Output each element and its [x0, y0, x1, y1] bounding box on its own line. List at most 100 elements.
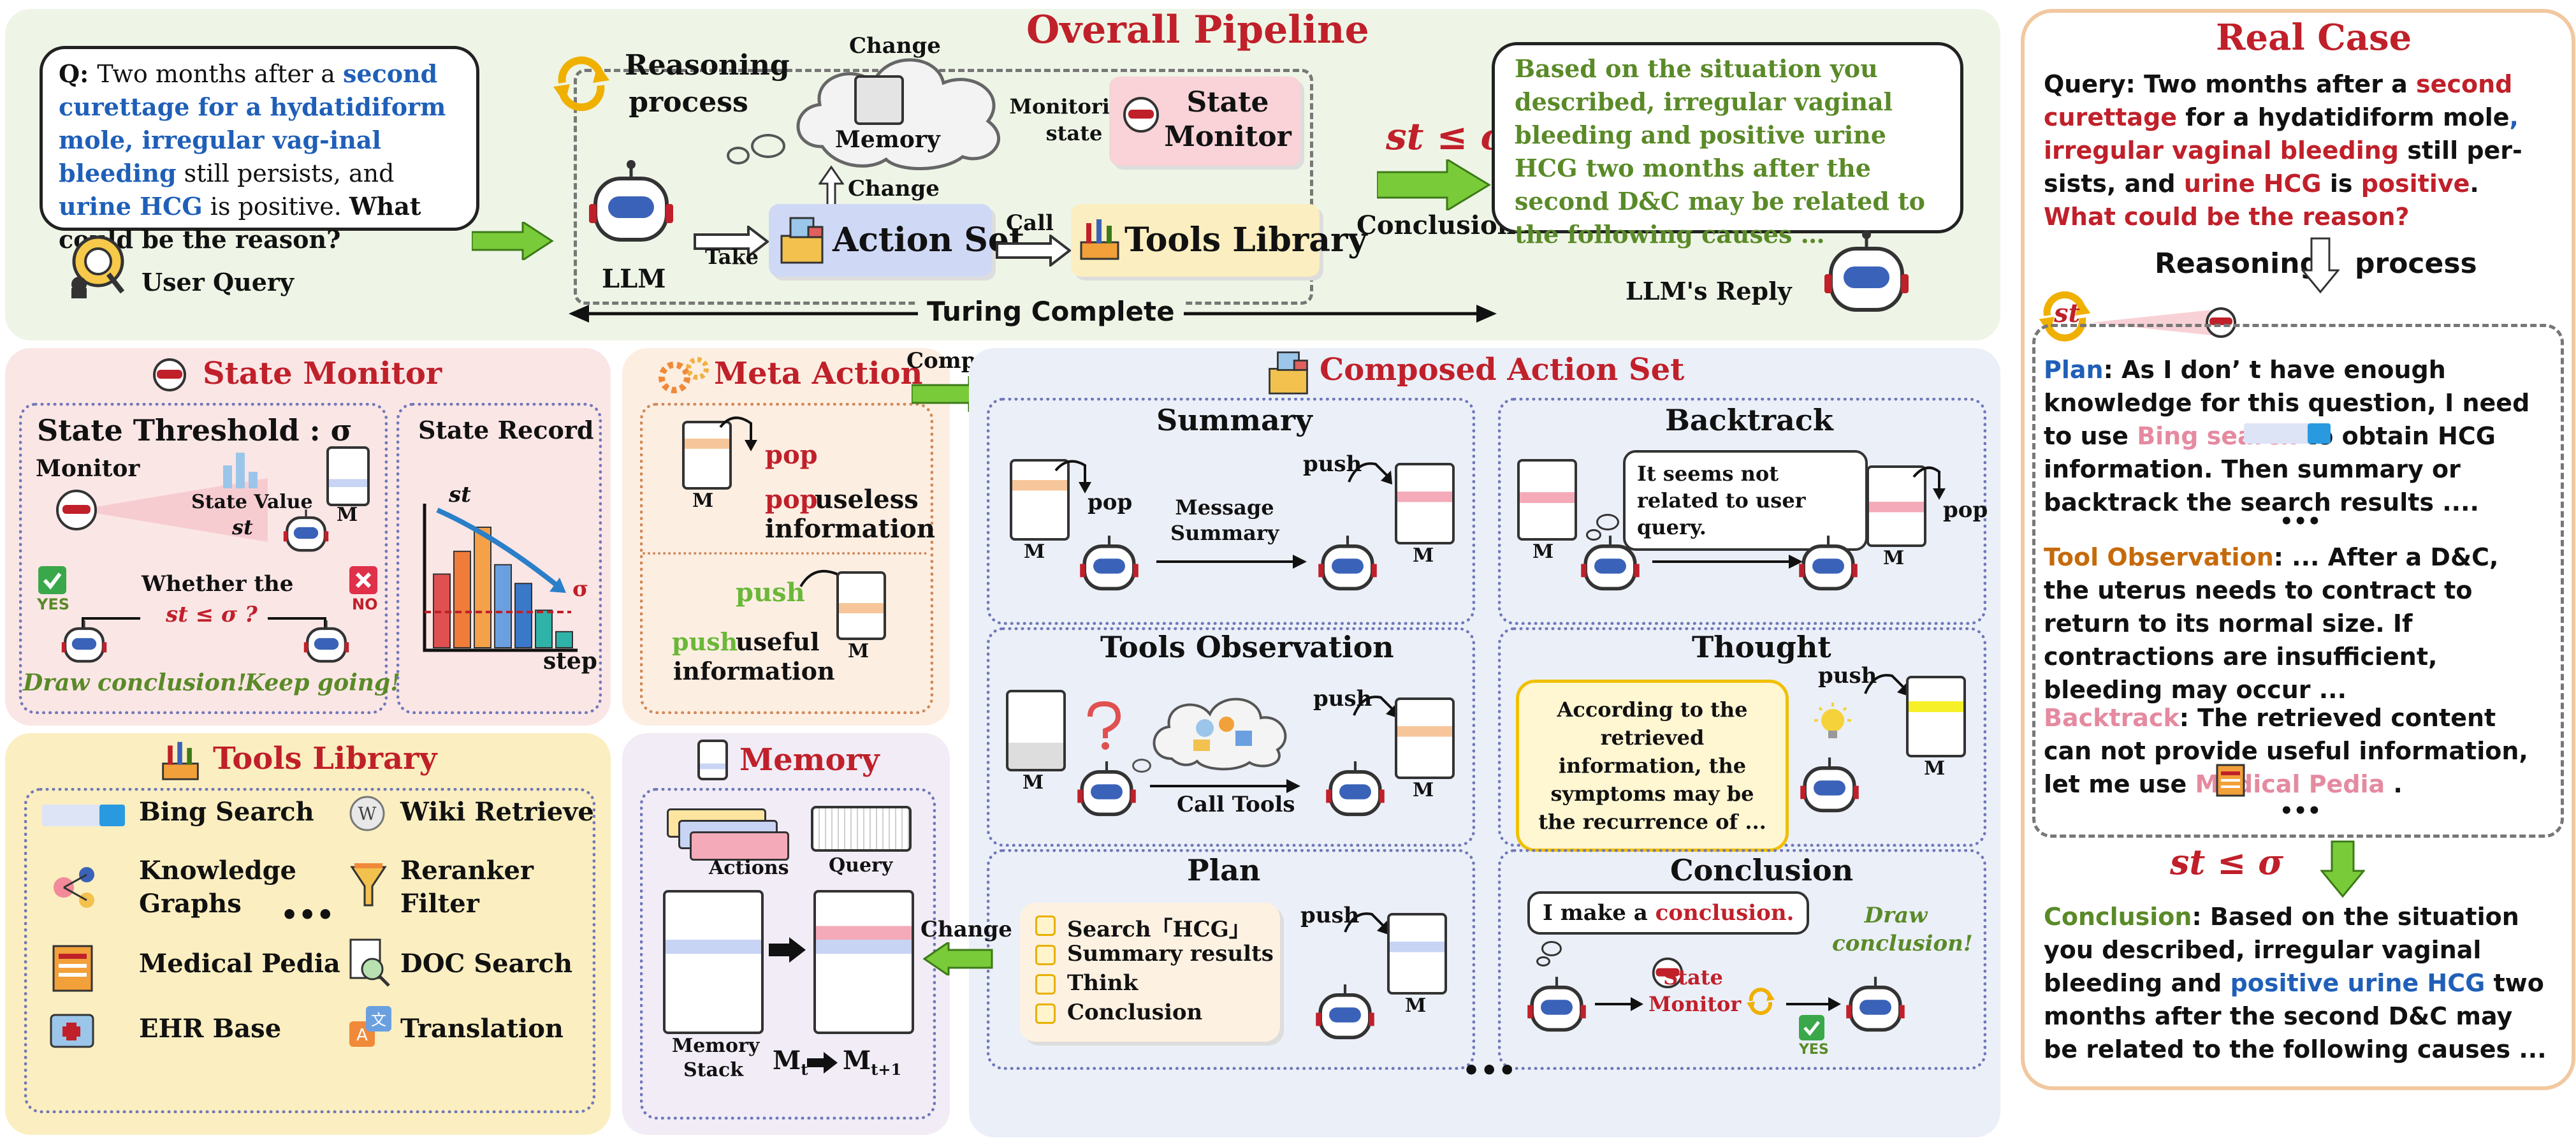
- push-desc-3: information: [673, 657, 835, 685]
- query-text: Q: Two months after a second curettage f…: [59, 57, 460, 256]
- memory-change-arrow: [923, 942, 993, 975]
- reasoning-cycle-icon: [553, 56, 609, 112]
- state-record-bar: [494, 564, 512, 648]
- reply-robot-icon: [1824, 230, 1909, 312]
- real-case-dots-1: •••: [2280, 509, 2322, 534]
- mt-arrow: [807, 1052, 838, 1074]
- plan-item-1: Search「HCG」: [1067, 917, 1251, 942]
- tools-cloud-dot: [1132, 759, 1151, 773]
- state-value-st: st: [232, 515, 253, 539]
- meta-action-panel: [622, 348, 950, 726]
- real-case-tool-segment: Tool Observation: [2044, 543, 2274, 571]
- tool-reranker-filter: Reranker Filter: [400, 856, 534, 919]
- monitor-robot-icon: [283, 509, 329, 552]
- summary-msg-label: Message Summary: [1170, 495, 1279, 545]
- no-cross-icon: [349, 566, 377, 594]
- tools-obs-call-label: Call Tools: [1177, 792, 1295, 817]
- state-record-st: st: [449, 482, 471, 507]
- summary-pop-label: pop: [1088, 490, 1133, 515]
- real-case-conclusion-segment: : Based on the situation you described, …: [2044, 903, 2519, 997]
- mt-sub: t: [801, 1060, 808, 1079]
- real-case-query-segment: Two months after a: [2144, 70, 2417, 98]
- thought-memory-out: [1906, 676, 1966, 757]
- conclusion-yes-icon: [1799, 1015, 1824, 1040]
- memory-change-label: Change: [921, 917, 1012, 942]
- thought-push-label: push: [1818, 663, 1877, 689]
- real-case-tool-segment: : ... After a D&C, the uterus needs to c…: [2044, 543, 2499, 704]
- plan-check-1: [1035, 915, 1056, 936]
- summary-push-label: push: [1303, 451, 1362, 477]
- svg-text:W: W: [358, 803, 377, 824]
- memory-title: Memory: [739, 742, 880, 778]
- conclusion-title: Conclusion: [1670, 853, 1854, 887]
- push-memory-icon: [836, 571, 886, 640]
- real-case-backtrack-segment: : The retrieved content can not provide …: [2044, 704, 2528, 798]
- mt1-label: Mt+1: [843, 1046, 901, 1079]
- real-case-query-segment: What could be the reason?: [2044, 203, 2410, 231]
- plan-m-out: M: [1405, 995, 1427, 1017]
- real-case-plan: Plan: As I don’ t have enough knowledge …: [2044, 353, 2547, 519]
- real-case-query-segment: .: [2470, 170, 2479, 198]
- backtrack-robot-1: [1581, 536, 1640, 591]
- backtrack-robot-2: [1799, 536, 1858, 591]
- thought-robot: [1800, 757, 1859, 813]
- summary-memory-out: [1395, 463, 1455, 544]
- tools-library-list: [24, 788, 595, 1113]
- tools-obs-card: [987, 627, 1475, 847]
- turing-complete-label: Turing Complete: [918, 296, 1184, 327]
- query-text-segment: second curettage for a hydatidiform mole…: [59, 59, 446, 187]
- tools-obs-memory-out: [1395, 697, 1455, 779]
- llm-label: LLM: [602, 264, 666, 294]
- arrow-take: [694, 226, 770, 258]
- tools-library-title: Tools Library: [213, 741, 437, 777]
- whether-condition: st ≤ σ ?: [166, 602, 258, 627]
- real-case-query-segment: still per-sists, and: [2044, 136, 2522, 198]
- tools-obs-m-out: M: [1413, 779, 1434, 801]
- state-record-bar: [453, 550, 471, 648]
- real-case-backtrack-segment: Backtrack: [2044, 704, 2179, 732]
- action-set-label: Action Set: [833, 221, 1025, 259]
- yes-check-icon: [38, 566, 66, 594]
- summary-memory-in: [1010, 459, 1070, 541]
- real-case-conclusion-arrow: [2320, 840, 2365, 898]
- backtrack-memory-out: [1867, 465, 1926, 547]
- plan-memory-out: [1387, 913, 1447, 995]
- real-case-query-segment: urine HCG: [2183, 170, 2322, 198]
- conclusion-bubble: I make a conclusion.: [1527, 891, 1810, 935]
- real-case-reasoning: Reasoning: [2155, 247, 2320, 280]
- memory-label: Memory: [835, 126, 940, 153]
- real-case-conclusion-segment: Conclusion: [2044, 903, 2192, 931]
- decision-arrows: [76, 617, 331, 655]
- conclusion-card: [1498, 849, 1986, 1070]
- conclusion-robot-1: [1527, 977, 1586, 1032]
- memory-arrow: [769, 937, 806, 963]
- draw-conclusion-label: Draw conclusion!: [23, 669, 247, 696]
- yes-robot-icon: [61, 620, 107, 663]
- real-case-conclusion-segment: positive urine HCG: [2230, 969, 2485, 997]
- memory-stack-t: [663, 890, 764, 1034]
- doc-search-icon: [349, 938, 390, 987]
- translation-icon: A文: [349, 1006, 391, 1047]
- summary-title: Summary: [1156, 403, 1313, 437]
- pop-m-label: M: [692, 490, 714, 512]
- real-case-dashed-box: [2032, 324, 2564, 838]
- state-record-box: [397, 403, 602, 714]
- tools-library-box: [1071, 204, 1320, 277]
- cloud-dot-2: [727, 147, 750, 164]
- state-record-trend-head: [549, 578, 566, 593]
- mt1-m: M: [843, 1046, 871, 1076]
- real-case-query-segment: for a hydatidiform mole: [2177, 103, 2510, 131]
- reranker-filter-icon: [350, 863, 387, 907]
- arrow-query-to-pipeline: [472, 222, 554, 260]
- thought-push-arrow: [1864, 674, 1909, 696]
- backtrack-m-in: M: [1532, 541, 1554, 563]
- medical-pedia-icon: [52, 945, 93, 992]
- pop-desc-2: useless: [815, 485, 919, 514]
- summary-card: [987, 398, 1475, 625]
- plan-push-arrow: [1344, 912, 1388, 935]
- tools-obs-title: Tools Observation: [1100, 630, 1394, 664]
- real-case-bing-icon: [2244, 423, 2331, 444]
- push-label: push: [736, 578, 805, 608]
- bing-search-icon: [42, 805, 125, 826]
- thought-bubble: According to the retrieved information, …: [1516, 680, 1789, 852]
